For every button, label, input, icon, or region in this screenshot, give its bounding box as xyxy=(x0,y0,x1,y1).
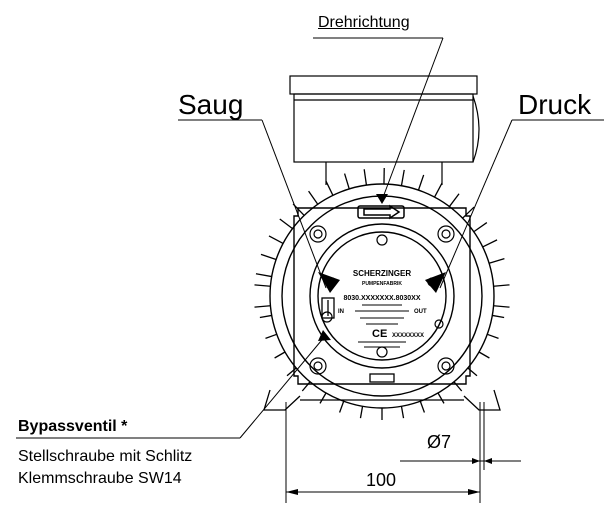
leader-lines xyxy=(16,38,604,438)
cooling-fin xyxy=(494,306,510,307)
nameplate-brand: SCHERZINGER xyxy=(353,269,411,278)
cooling-fin xyxy=(261,254,276,259)
motor-feet xyxy=(264,374,500,410)
nameplate-sub: PUMPENFABRIK xyxy=(362,281,402,287)
cooling-fin xyxy=(302,382,310,391)
width-dimension: 100 xyxy=(366,471,396,489)
cooling-fin xyxy=(265,334,276,338)
cooling-fin xyxy=(401,170,404,186)
drehrichtung-label: Drehrichtung xyxy=(318,15,410,31)
diameter-dimension: Ø7 xyxy=(427,433,451,451)
cooling-fin xyxy=(494,285,510,286)
nameplate-ce: CE xyxy=(372,328,387,340)
cooling-fin xyxy=(454,382,462,391)
port-arrows xyxy=(318,194,446,341)
saug-label: Saug xyxy=(178,91,243,119)
cooling-fin xyxy=(479,352,489,358)
cooling-fin xyxy=(401,406,403,418)
cooling-fin xyxy=(345,174,350,189)
cooling-fin xyxy=(483,240,497,247)
cooling-fin xyxy=(420,401,424,412)
cooling-fin xyxy=(320,393,326,403)
cooling-fin xyxy=(435,183,443,197)
cooling-fin xyxy=(438,393,444,403)
cooling-fin xyxy=(449,194,459,207)
bypass-line-2: Klemmschraube SW14 xyxy=(18,471,182,487)
nameplate-out: OUT xyxy=(414,309,427,315)
bypass-title: Bypassventil * xyxy=(18,419,127,435)
cooling-fin xyxy=(280,219,293,229)
druck-label: Druck xyxy=(518,91,591,119)
nameplate-in: IN xyxy=(338,309,344,315)
cooling-fin xyxy=(309,191,318,204)
cooling-fin xyxy=(364,169,366,185)
cooling-fin xyxy=(360,406,362,418)
cooling-fin xyxy=(489,259,504,264)
cooling-fin xyxy=(256,274,272,277)
cooling-fin xyxy=(275,352,285,358)
cooling-fin xyxy=(260,315,272,317)
cooling-fin xyxy=(254,285,270,286)
nameplate-serial: XXXXXXXX xyxy=(392,333,424,339)
cooling-fin xyxy=(418,175,423,190)
nameplate-model: 8030.XXXXXXX.8030XX xyxy=(343,295,420,302)
cooling-fin xyxy=(487,334,498,338)
nameplate-details xyxy=(355,305,409,347)
bypass-line-1: Stellschraube mit Schlitz xyxy=(18,449,192,465)
cooling-fin xyxy=(492,315,504,317)
cooling-fin xyxy=(326,181,333,195)
cooling-fin xyxy=(340,401,344,412)
cooling-fin xyxy=(474,223,487,232)
cooling-fin xyxy=(468,368,477,376)
cooling-fin xyxy=(254,306,270,307)
cooling-fin xyxy=(269,236,283,244)
